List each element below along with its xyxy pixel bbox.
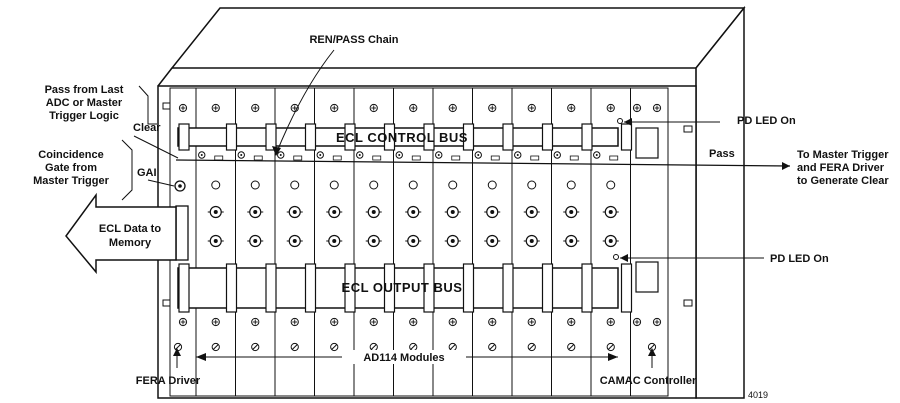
clear-label: Clear	[133, 122, 161, 134]
pd-led-on-bottom-label: PD LED On	[770, 253, 829, 265]
crate-side	[696, 8, 744, 398]
ad114-modules-label: AD114 Modules	[363, 352, 444, 364]
control-bus-plug	[266, 124, 276, 150]
control-bus-plug	[179, 124, 189, 150]
control-bus-plug	[306, 124, 316, 150]
module-led	[330, 181, 338, 189]
control-bus-plug	[227, 124, 237, 150]
gai-label: GAI	[137, 167, 157, 179]
ren-pass-chain-label: REN/PASS Chain	[309, 34, 398, 46]
output-bus-plug	[543, 264, 553, 312]
output-bus-plug	[582, 264, 592, 312]
module-led	[409, 181, 417, 189]
pd-led-bottom	[614, 255, 619, 260]
figure-number: 4019	[748, 390, 768, 400]
coincidence-label-1: Coincidence	[38, 149, 103, 161]
control-bus-plug	[622, 124, 632, 150]
module-led	[528, 181, 536, 189]
to-master-label-3: to Generate Clear	[797, 175, 889, 187]
module-led	[607, 181, 615, 189]
pd-led-top	[618, 119, 623, 124]
fera-driver-label: FERA Driver	[136, 375, 201, 387]
to-master-label-1: To Master Trigger	[797, 149, 889, 161]
crate-top	[172, 8, 744, 68]
to-master-label-2: and FERA Driver	[797, 162, 885, 174]
camac-display-bottom	[636, 262, 658, 292]
module-led	[212, 181, 220, 189]
module-led	[370, 181, 378, 189]
output-bus-plug	[306, 264, 316, 312]
camac-controller-label: CAMAC Controller	[600, 375, 697, 387]
coincidence-label-3: Master Trigger	[33, 175, 110, 187]
module-led	[488, 181, 496, 189]
ecl-data-label-1: ECL Data to	[99, 223, 161, 235]
module-led	[567, 181, 575, 189]
output-bus-plug	[179, 264, 189, 312]
pass-from-last-label-2: ADC or Master	[46, 97, 123, 109]
ecl-output-bus-label: ECL OUTPUT BUS	[342, 280, 463, 295]
pass-from-last-label-3: Trigger Logic	[49, 110, 119, 122]
output-bus-plug	[503, 264, 513, 312]
camac-display-top	[636, 128, 658, 158]
control-bus-plug	[503, 124, 513, 150]
output-bus-plug	[227, 264, 237, 312]
fera-data-connector	[176, 206, 188, 260]
coincidence-label-2: Gate from	[45, 162, 97, 174]
control-bus-plug	[543, 124, 553, 150]
module-led	[251, 181, 259, 189]
output-bus-plug	[622, 264, 632, 312]
ecl-data-label-2: Memory	[109, 237, 152, 249]
pass-from-last-label-1: Pass from Last	[45, 84, 124, 96]
ecl-control-bus-label: ECL CONTROL BUS	[336, 130, 468, 145]
pd-led-on-top-label: PD LED On	[737, 115, 796, 127]
output-bus-plug	[464, 264, 474, 312]
pass-label: Pass	[709, 148, 735, 160]
control-bus-plug	[582, 124, 592, 150]
output-bus-plug	[266, 264, 276, 312]
module-led	[449, 181, 457, 189]
module-led	[291, 181, 299, 189]
